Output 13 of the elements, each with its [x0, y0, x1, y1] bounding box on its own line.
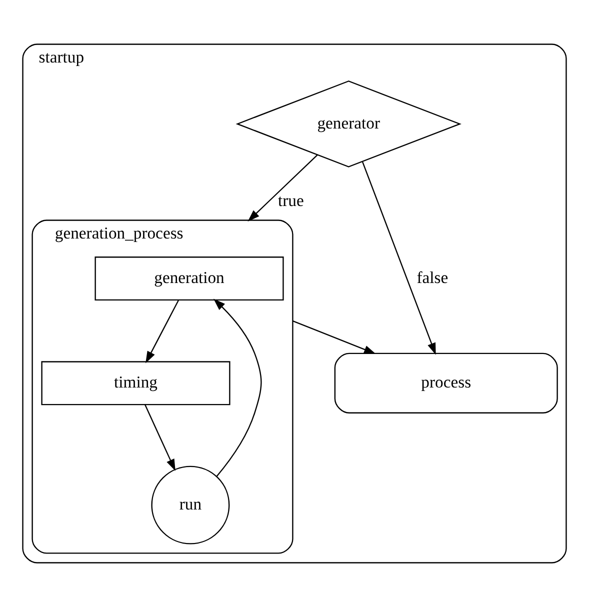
arrow — [248, 154, 318, 222]
node-box: timing — [41, 361, 230, 406]
arrow — [214, 298, 262, 477]
node-box: process — [334, 352, 558, 414]
node-diamond: generator — [236, 80, 462, 168]
edge-label: true — [278, 191, 304, 210]
arrow — [292, 320, 376, 354]
edge-label: false — [416, 268, 448, 287]
arrow — [362, 162, 436, 355]
node-circle: run — [151, 466, 230, 544]
arrow — [144, 404, 176, 472]
node-box: generation — [94, 256, 284, 301]
arrow — [146, 300, 179, 364]
